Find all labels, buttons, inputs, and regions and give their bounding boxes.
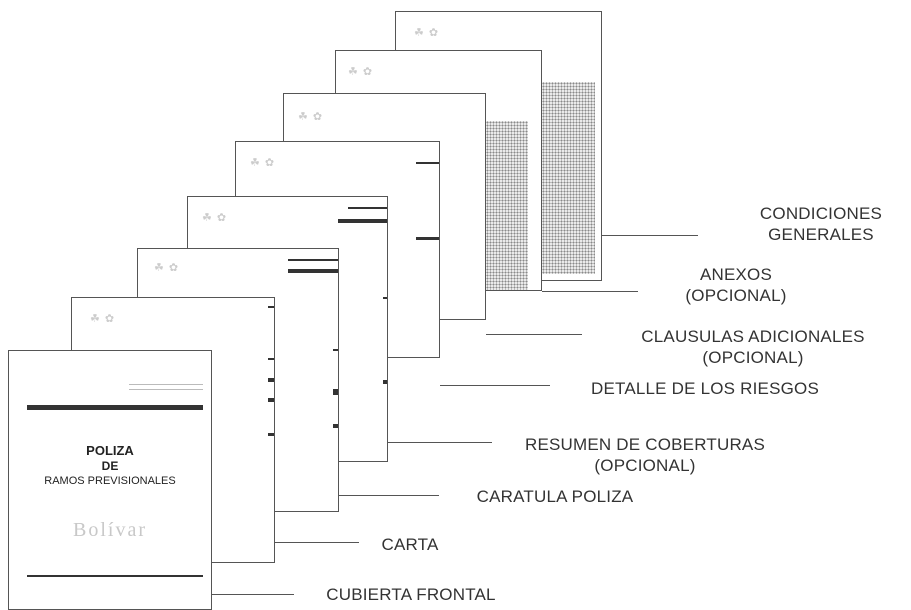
label-clausulas-adicionales: CLAUSULAS ADICIONALES (OPCIONAL) bbox=[600, 326, 906, 368]
dotted-text-block bbox=[486, 121, 528, 290]
label-clausulas-line2: (OPCIONAL) bbox=[702, 348, 804, 367]
cover-top-rule bbox=[27, 405, 203, 410]
text-bar bbox=[416, 237, 439, 240]
leader-anexos bbox=[542, 291, 638, 293]
text-bar bbox=[333, 389, 338, 395]
cover-dotted-lines bbox=[129, 384, 203, 394]
logo-faint-icon: ☘ ✿ bbox=[154, 262, 180, 274]
cover-title-line2: DE bbox=[101, 459, 119, 473]
label-caratula-poliza: CARATULA POLIZA bbox=[476, 487, 634, 506]
label-carta: CARTA bbox=[381, 535, 439, 554]
text-bar bbox=[268, 306, 274, 308]
leader-caratula bbox=[339, 495, 439, 497]
label-anexos: ANEXOS (OPCIONAL) bbox=[666, 264, 806, 306]
dotted-text-block bbox=[542, 82, 595, 274]
cover-title-line3: RAMOS PREVISIONALES bbox=[44, 475, 176, 487]
text-bar bbox=[383, 380, 387, 384]
text-bar bbox=[268, 358, 274, 360]
cover-logo-text: Bolívar bbox=[73, 519, 147, 541]
cover-title-line1: POLIZA bbox=[86, 443, 134, 458]
logo-faint-icon: ☘ ✿ bbox=[348, 66, 374, 78]
logo-faint-icon: ☘ ✿ bbox=[90, 313, 116, 325]
leader-condiciones bbox=[602, 235, 698, 237]
label-anexos-line2: (OPCIONAL) bbox=[685, 286, 787, 305]
logo-faint-icon: ☘ ✿ bbox=[298, 111, 324, 123]
text-bar bbox=[333, 349, 338, 351]
text-bar bbox=[348, 207, 387, 209]
text-bar bbox=[416, 162, 439, 164]
text-bar bbox=[333, 424, 338, 428]
leader-detalle bbox=[440, 385, 550, 387]
text-bar bbox=[268, 433, 274, 436]
label-detalle-riesgos: DETALLE DE LOS RIESGOS bbox=[591, 379, 819, 398]
label-anexos-line1: ANEXOS bbox=[699, 265, 773, 284]
leader-clausulas bbox=[486, 334, 582, 336]
text-bar bbox=[288, 259, 338, 261]
page-cubierta-frontal: POLIZA DE RAMOS PREVISIONALES Bolívar bbox=[8, 350, 212, 610]
text-bar bbox=[268, 378, 274, 382]
label-resumen-line1: RESUMEN DE COBERTURAS bbox=[524, 435, 766, 454]
label-resumen-coberturas: RESUMEN DE COBERTURAS (OPCIONAL) bbox=[500, 434, 790, 476]
logo-faint-icon: ☘ ✿ bbox=[414, 27, 440, 39]
leader-cubierta bbox=[212, 594, 294, 596]
text-bar bbox=[268, 398, 274, 402]
label-clausulas-line1: CLAUSULAS ADICIONALES bbox=[641, 327, 865, 346]
cover-bottom-rule bbox=[27, 575, 203, 577]
leader-resumen bbox=[388, 442, 492, 444]
label-condiciones-generales: CONDICIONES GENERALES bbox=[736, 203, 906, 245]
label-resumen-line2: (OPCIONAL) bbox=[594, 456, 696, 475]
label-condiciones-line1: CONDICIONES bbox=[759, 204, 883, 223]
text-bar bbox=[338, 219, 387, 223]
logo-faint-icon: ☘ ✿ bbox=[250, 157, 276, 169]
label-condiciones-line2: GENERALES bbox=[768, 225, 874, 244]
label-cubierta-frontal: CUBIERTA FRONTAL bbox=[326, 585, 496, 604]
leader-carta bbox=[275, 542, 359, 544]
text-bar bbox=[288, 269, 338, 273]
logo-faint-icon: ☘ ✿ bbox=[202, 212, 228, 224]
text-bar bbox=[383, 297, 387, 299]
